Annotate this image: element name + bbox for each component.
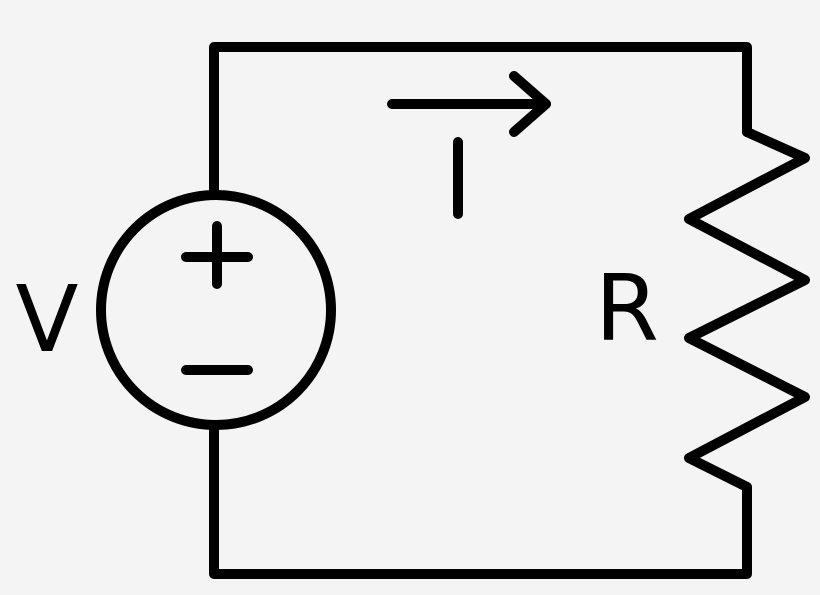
plus-sign-icon: [181, 221, 253, 289]
resistor: R: [595, 127, 810, 492]
top-wire: [209, 42, 752, 200]
wires: [209, 42, 752, 579]
voltage-source-label: V: [16, 266, 79, 373]
current-indicator: [387, 71, 551, 219]
voltage-source: V: [16, 190, 336, 430]
voltage-source-circle: [96, 190, 336, 430]
resistor-zigzag: [684, 127, 810, 492]
bottom-wire: [209, 421, 752, 579]
resistor-label: R: [595, 255, 659, 362]
current-arrow-icon: [387, 71, 551, 137]
